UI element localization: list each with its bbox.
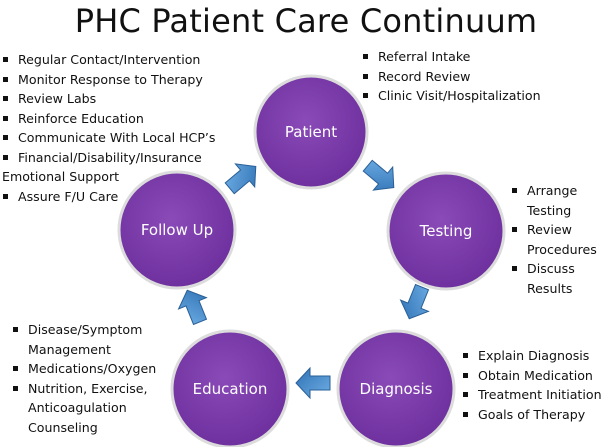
list-item: Referral Intake [362,47,541,67]
node-label-followup: Follow Up [141,221,213,239]
node-diagnosis: Diagnosis [336,329,456,447]
arrow-testing-to-diagnosis-icon [399,283,430,320]
node-education: Education [170,329,290,447]
list-item: Nutrition, Exercise, [12,379,156,399]
list-item: Treatment Initiation [462,385,602,405]
list-item: Arrange [511,181,597,201]
node-testing: Testing [386,171,506,291]
node-label-education: Education [193,380,268,398]
list-item: Communicate With Local HCP’s [2,128,216,148]
list-item: Discuss [511,259,597,279]
list-item: Obtain Medication [462,366,602,386]
list-item: Financial/Disability/Insurance [2,148,216,168]
testing-bullet-list: Arrange Testing Review Procedures Discus… [511,181,597,298]
list-item-continuation: Results [527,280,573,296]
list-item: Disease/Symptom [12,320,156,340]
list-item: Explain Diagnosis [462,346,602,366]
followup-bullet-list: Regular Contact/Intervention Monitor Res… [2,50,216,206]
node-label-patient: Patient [285,123,337,141]
list-item: Regular Contact/Intervention [2,50,216,70]
diagnosis-bullet-list: Explain Diagnosis Obtain Medication Trea… [462,346,602,424]
testing-circle-icon [386,171,506,291]
education-bullet-list: Disease/Symptom Management Medications/O… [12,320,156,437]
list-item-continuation: Emotional Support [2,169,120,184]
list-item: Assure F/U Care [2,187,216,207]
arrow-diagnosis-to-education-icon [295,366,331,400]
list-item: Monitor Response to Therapy [2,70,216,90]
arrow-followup-to-patient-icon [224,163,257,195]
patient-bullet-list: Referral Intake Record Review Clinic Vis… [362,47,541,106]
node-label-diagnosis: Diagnosis [360,380,433,398]
list-item: Record Review [362,67,541,87]
list-item: Review [511,220,597,240]
arrow-education-to-followup-icon [177,289,208,326]
list-item: Clinic Visit/Hospitalization [362,86,541,106]
list-item-continuation: Anticoagulation [28,400,127,415]
patient-circle-icon [253,74,369,190]
diagnosis-circle-icon [336,329,456,447]
node-followup: Follow Up [117,170,237,290]
list-item-continuation: Counseling [28,419,98,435]
list-item: Medications/Oxygen [12,359,156,379]
list-item-continuation: Testing [527,202,572,218]
list-item-continuation: Procedures [527,241,597,257]
followup-circle-icon [117,170,237,290]
list-item: Reinforce Education [2,109,216,129]
list-item-continuation: Management [28,341,111,357]
arrow-patient-to-testing-icon [362,159,395,191]
node-label-testing: Testing [419,222,473,240]
node-patient: Patient [253,74,369,190]
list-item: Review Labs [2,89,216,109]
list-item: Goals of Therapy [462,405,602,425]
education-circle-icon [170,329,290,447]
page-title: PHC Patient Care Continuum [74,2,538,40]
